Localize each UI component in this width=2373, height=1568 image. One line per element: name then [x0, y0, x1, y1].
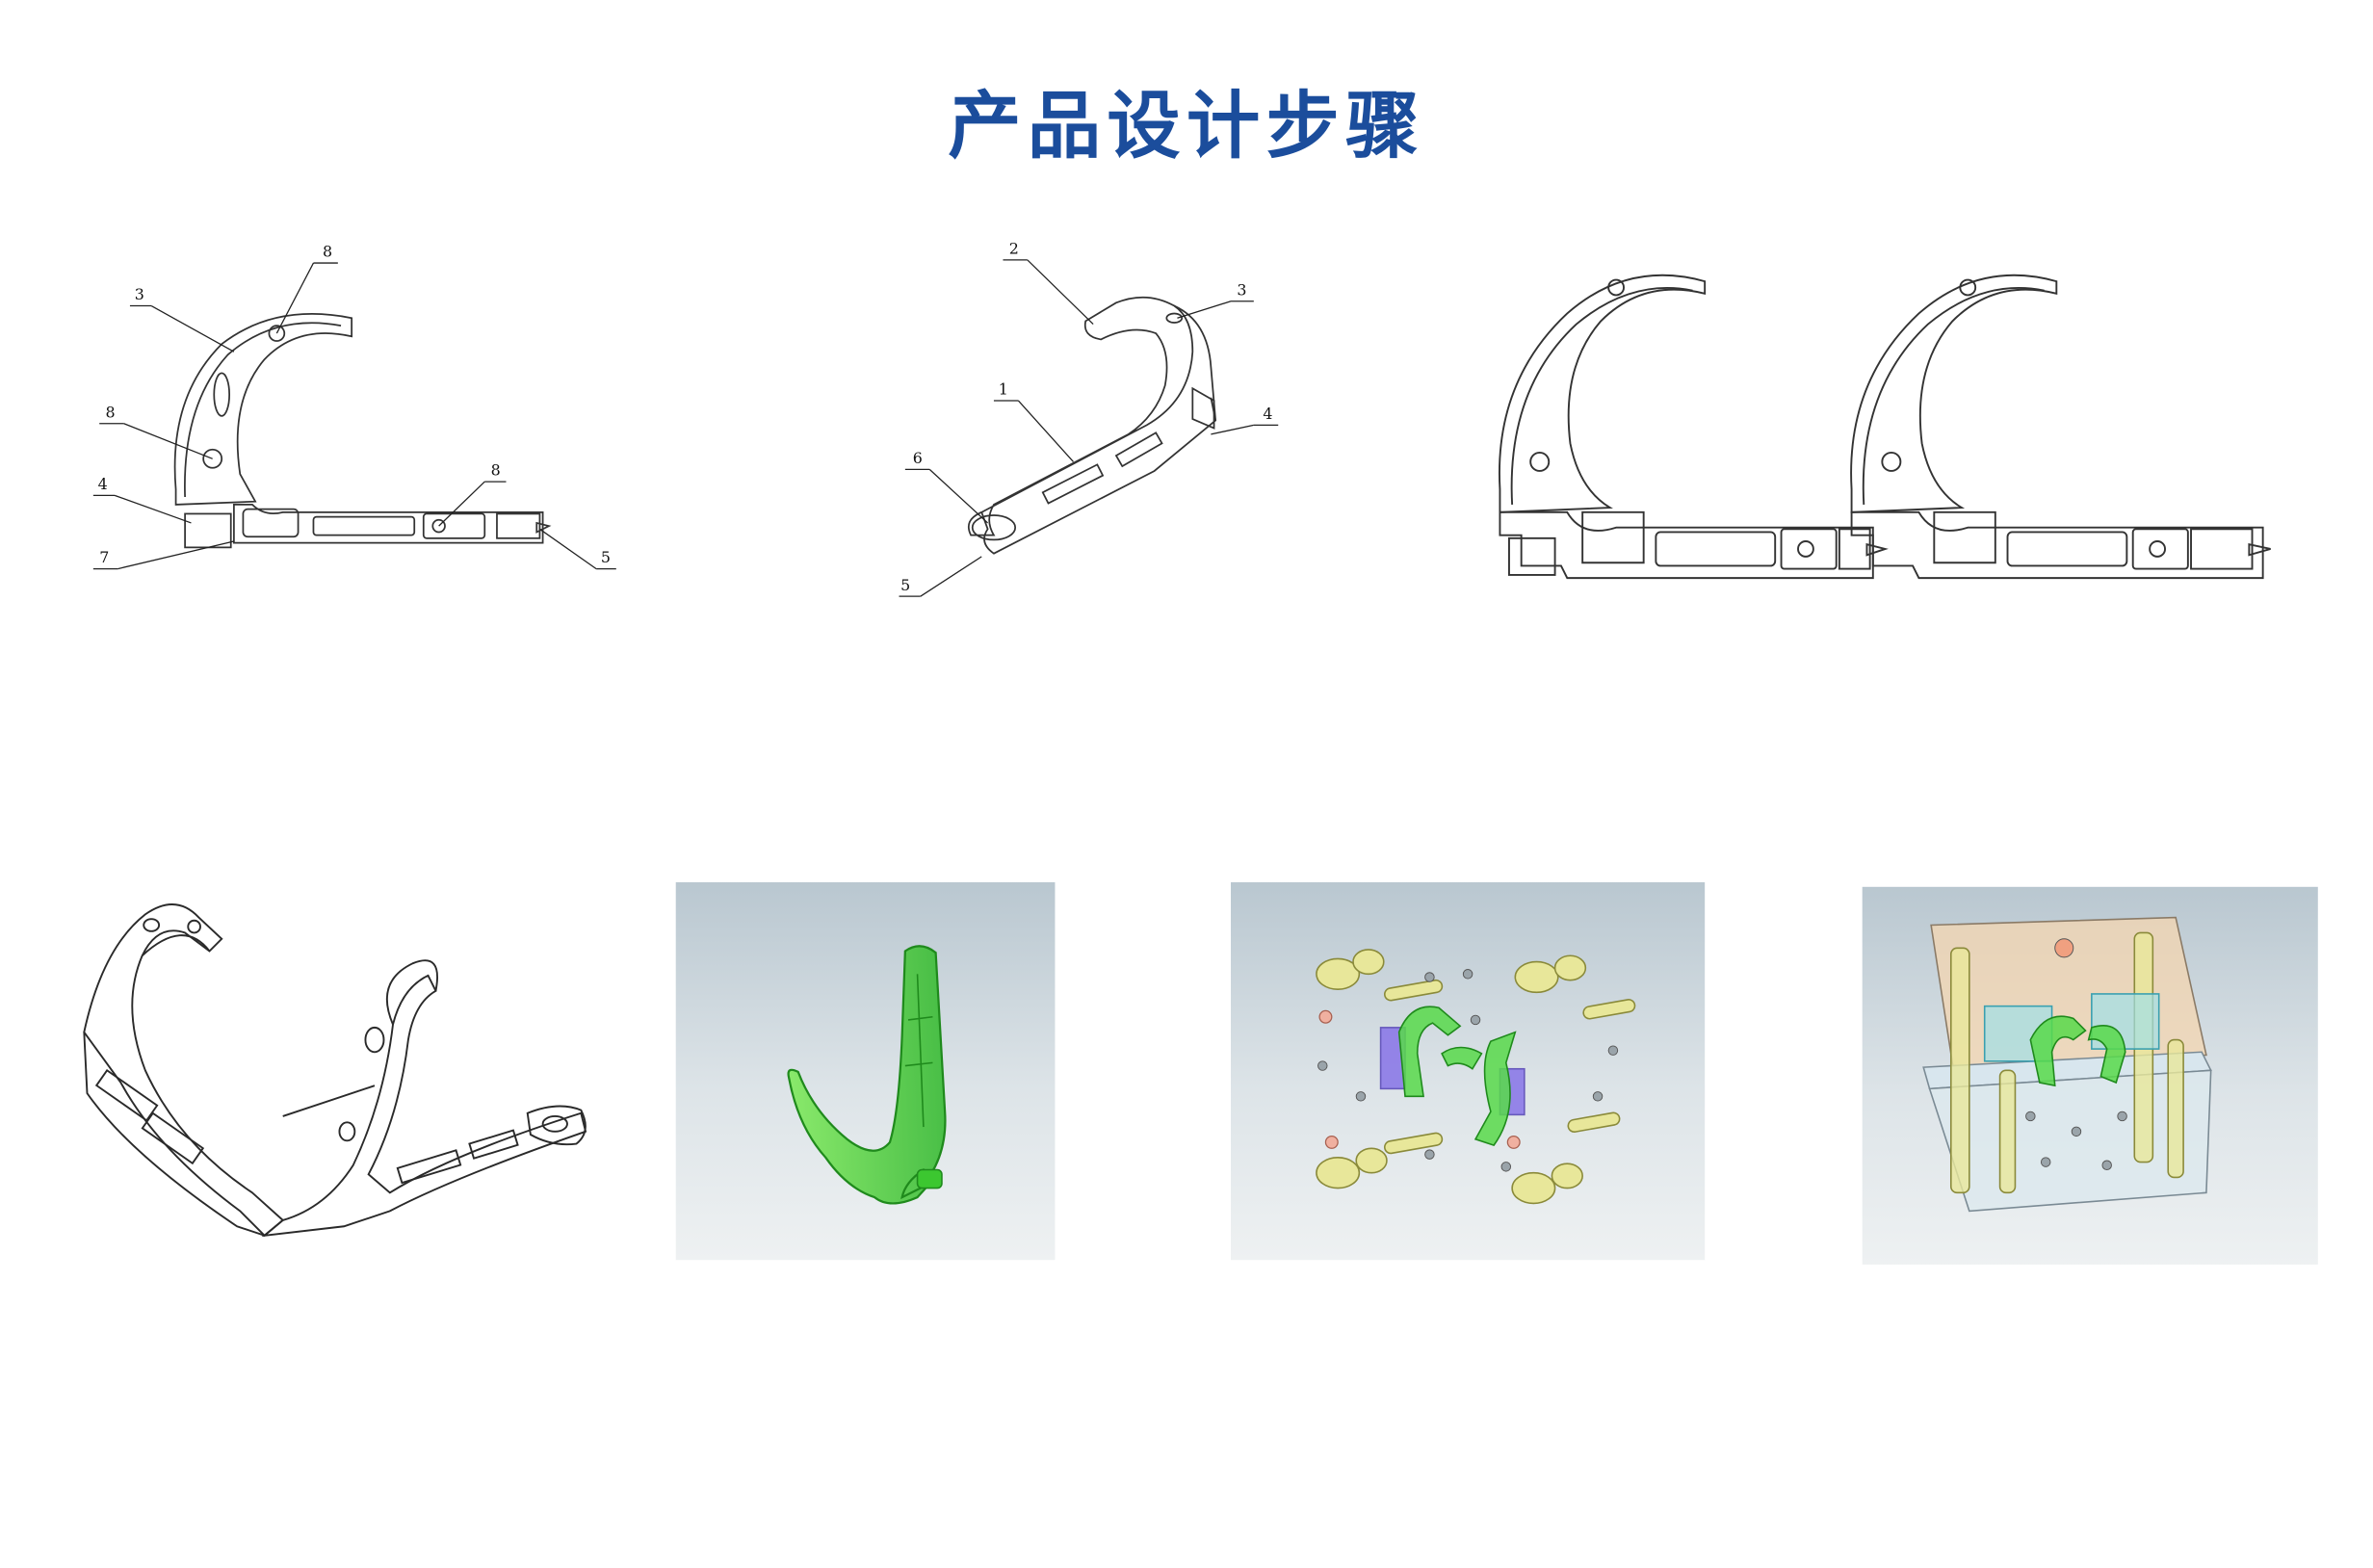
callout-label: 8	[323, 243, 332, 261]
callout-label: 3	[135, 285, 144, 303]
drawing-iso-view: 2 3 1 4 6 5	[887, 229, 1300, 604]
callout-label: 6	[913, 449, 923, 467]
callout-label: 8	[106, 403, 116, 421]
callout-label: 2	[1009, 240, 1019, 258]
callout-label: 5	[601, 548, 611, 566]
drawing-double-part	[1491, 260, 2293, 588]
callout-label: 1	[999, 380, 1008, 399]
drawing-front-view: 8 3 8 8 4 7 5	[84, 229, 635, 581]
render-part-green	[675, 882, 1056, 1261]
callout-label: 7	[99, 548, 109, 566]
callout-label: 5	[900, 576, 910, 594]
callout-label: 3	[1237, 280, 1246, 299]
render-mold-assembly	[1862, 886, 2318, 1265]
callout-label: 4	[1263, 405, 1272, 423]
render-mold-exploded	[1231, 882, 1706, 1261]
page-title: 产品设计步骤	[948, 84, 1425, 170]
callout-label: 4	[98, 475, 108, 493]
callout-label: 8	[491, 461, 501, 480]
render-line-iso	[68, 887, 596, 1246]
